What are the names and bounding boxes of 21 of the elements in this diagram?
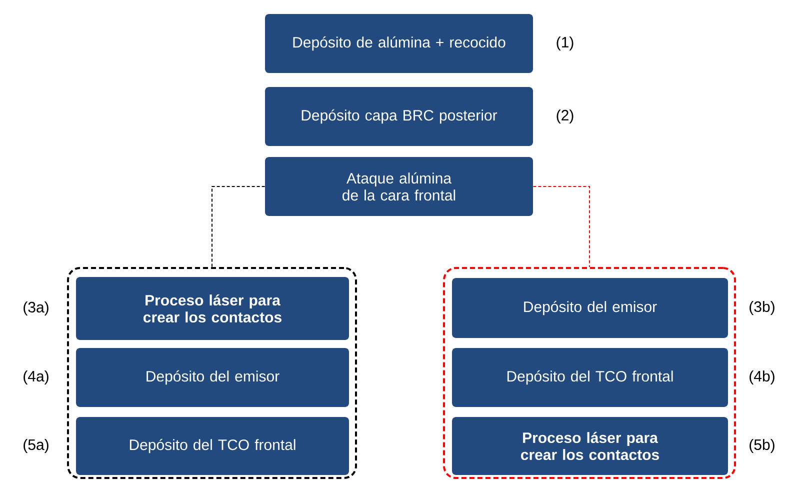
- group-frame: [67, 267, 357, 479]
- step-number: (5a): [24, 439, 48, 453]
- step-number: (2): [556, 110, 574, 124]
- step-number: (5b): [750, 439, 774, 453]
- step-number: (1): [556, 36, 574, 50]
- connector-line: [532, 186, 590, 268]
- process-box: Depósito del emisor: [452, 278, 728, 338]
- process-box: Proceso láser para crear los contactos: [452, 417, 728, 475]
- step-number: (4a): [24, 370, 48, 384]
- process-box: Depósito de alúmina + recocido: [265, 14, 533, 73]
- group-frame: [443, 267, 736, 479]
- step-number: (3b): [750, 301, 774, 315]
- step-number: (4b): [750, 370, 774, 384]
- process-box: Proceso láser para crear los contactos: [76, 277, 349, 340]
- process-box: Ataque alúmina de la cara frontal: [265, 157, 533, 216]
- connector-line: [212, 186, 266, 268]
- process-box: Depósito capa BRC posterior: [265, 87, 533, 146]
- process-box: Depósito del TCO frontal: [452, 348, 728, 407]
- process-box: Depósito del TCO frontal: [76, 417, 349, 475]
- step-number: (3a): [24, 302, 48, 316]
- process-box: Depósito del emisor: [76, 348, 349, 407]
